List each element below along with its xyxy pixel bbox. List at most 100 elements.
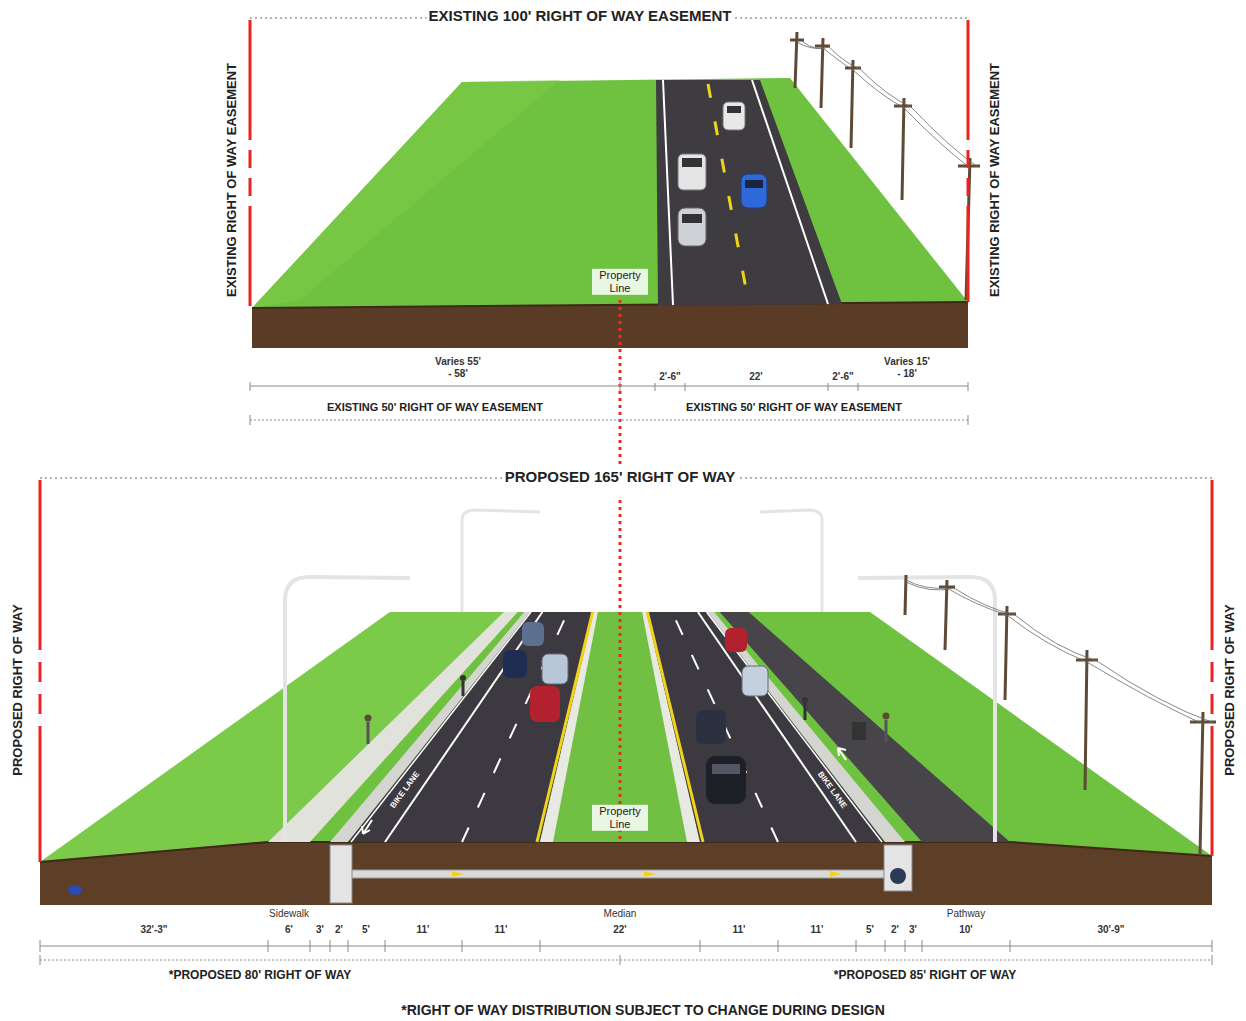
dimension-label: 10' (957, 924, 975, 936)
tick (250, 382, 251, 391)
cyclist (460, 675, 466, 681)
light-poles (285, 510, 995, 842)
tick (40, 955, 41, 965)
wire (802, 41, 978, 167)
dimension-label: 30'-9" (1095, 924, 1126, 936)
crossbar (845, 67, 861, 70)
dimension-label: 3' (907, 924, 919, 936)
tick (620, 382, 621, 391)
car-window (682, 214, 702, 223)
tick (905, 940, 906, 952)
tick (268, 940, 269, 952)
cyclist (804, 703, 807, 720)
easement-label: EXISTING 50' RIGHT OF WAY EASEMENT (684, 401, 904, 414)
pavement-marking: BIKE LANE (815, 770, 848, 810)
pedestrian (883, 713, 890, 720)
boundary-label: PROPOSED RIGHT OF WAY (1222, 604, 1238, 775)
right-of-way-line (39, 480, 42, 862)
light-pole (821, 520, 824, 612)
crossbar (790, 39, 804, 42)
wire (797, 42, 970, 168)
car (725, 628, 747, 652)
property-line-label: Property Line (592, 269, 648, 295)
median-curb (540, 612, 598, 842)
footnote-caption: *RIGHT OF WAY DISTRIBUTION SUBJECT TO CH… (399, 1002, 887, 1019)
tick (856, 940, 857, 952)
dimension-lines (40, 940, 1212, 965)
tick (778, 940, 779, 952)
edge-line (707, 612, 883, 842)
pedestrian (365, 715, 372, 722)
tick (685, 383, 686, 391)
dimension-heading: Median (602, 908, 639, 920)
dimension-label: 11' (809, 924, 826, 936)
tick (1010, 940, 1011, 952)
dimension-line (40, 946, 1212, 947)
car-group (503, 622, 768, 804)
bike-lane-line (385, 612, 542, 842)
flow-arrow (452, 871, 464, 877)
soil-edge (252, 302, 968, 308)
dimension-heading: Pathway (945, 908, 987, 920)
dimension-label: 32'-3" (138, 924, 169, 936)
pathway (720, 612, 1010, 842)
car (723, 102, 745, 130)
right-of-way-line (967, 20, 970, 302)
car (696, 710, 726, 744)
car-window (745, 180, 763, 188)
utility-pole (1085, 650, 1087, 790)
tick (620, 955, 621, 965)
grass-surface (40, 612, 1212, 862)
dimension-line (40, 960, 1212, 961)
car (742, 666, 768, 696)
flow-arrow (644, 871, 656, 877)
tick (968, 382, 969, 391)
people (365, 675, 890, 744)
power-lines (906, 580, 1214, 724)
edge-line-yellow (647, 612, 703, 842)
tick (655, 383, 656, 391)
cyclist (462, 681, 465, 696)
tick (828, 383, 829, 391)
right-of-way-label: *PROPOSED 80' RIGHT OF WAY (167, 968, 353, 982)
light-pole (461, 520, 464, 612)
tick (40, 940, 41, 952)
pavement-marking: BIKE LANE (388, 770, 421, 810)
right-of-way-label: *PROPOSED 85' RIGHT OF WAY (832, 968, 1018, 982)
car (706, 756, 746, 804)
dimension-label: 2'-6" (830, 371, 856, 383)
easement-label: EXISTING 50' RIGHT OF WAY EASEMENT (325, 401, 545, 414)
dimension-line (250, 386, 968, 387)
dimension-lines (250, 382, 968, 425)
grass-surface (252, 78, 968, 308)
road-pavement (656, 80, 842, 306)
tick (462, 940, 463, 952)
car-window (682, 158, 702, 167)
dimension-label: 5' (864, 924, 876, 936)
car (741, 174, 767, 208)
section-heading: EXISTING 100' RIGHT OF WAY EASEMENT (427, 7, 734, 25)
dimension-line (250, 420, 968, 421)
edge-line (663, 80, 673, 305)
inlet-box (884, 845, 912, 891)
pipe-opening (890, 868, 906, 884)
bench (852, 722, 866, 740)
tick (1212, 955, 1213, 965)
car-window (727, 106, 741, 113)
pedestrian (367, 722, 370, 744)
car-group (678, 102, 767, 246)
wire (906, 580, 1203, 724)
utility-pole (902, 98, 904, 200)
tick (348, 940, 349, 952)
edge-line-yellow (537, 612, 593, 842)
power-lines (797, 41, 978, 168)
light-pole (993, 600, 997, 842)
cyclist (802, 697, 808, 703)
dimension-label: 6' (283, 924, 295, 936)
utility-pole (945, 580, 947, 650)
light-arm (858, 577, 995, 600)
dimension-label: 5' (360, 924, 372, 936)
edge-line (351, 612, 531, 842)
inlet-box (330, 845, 352, 903)
